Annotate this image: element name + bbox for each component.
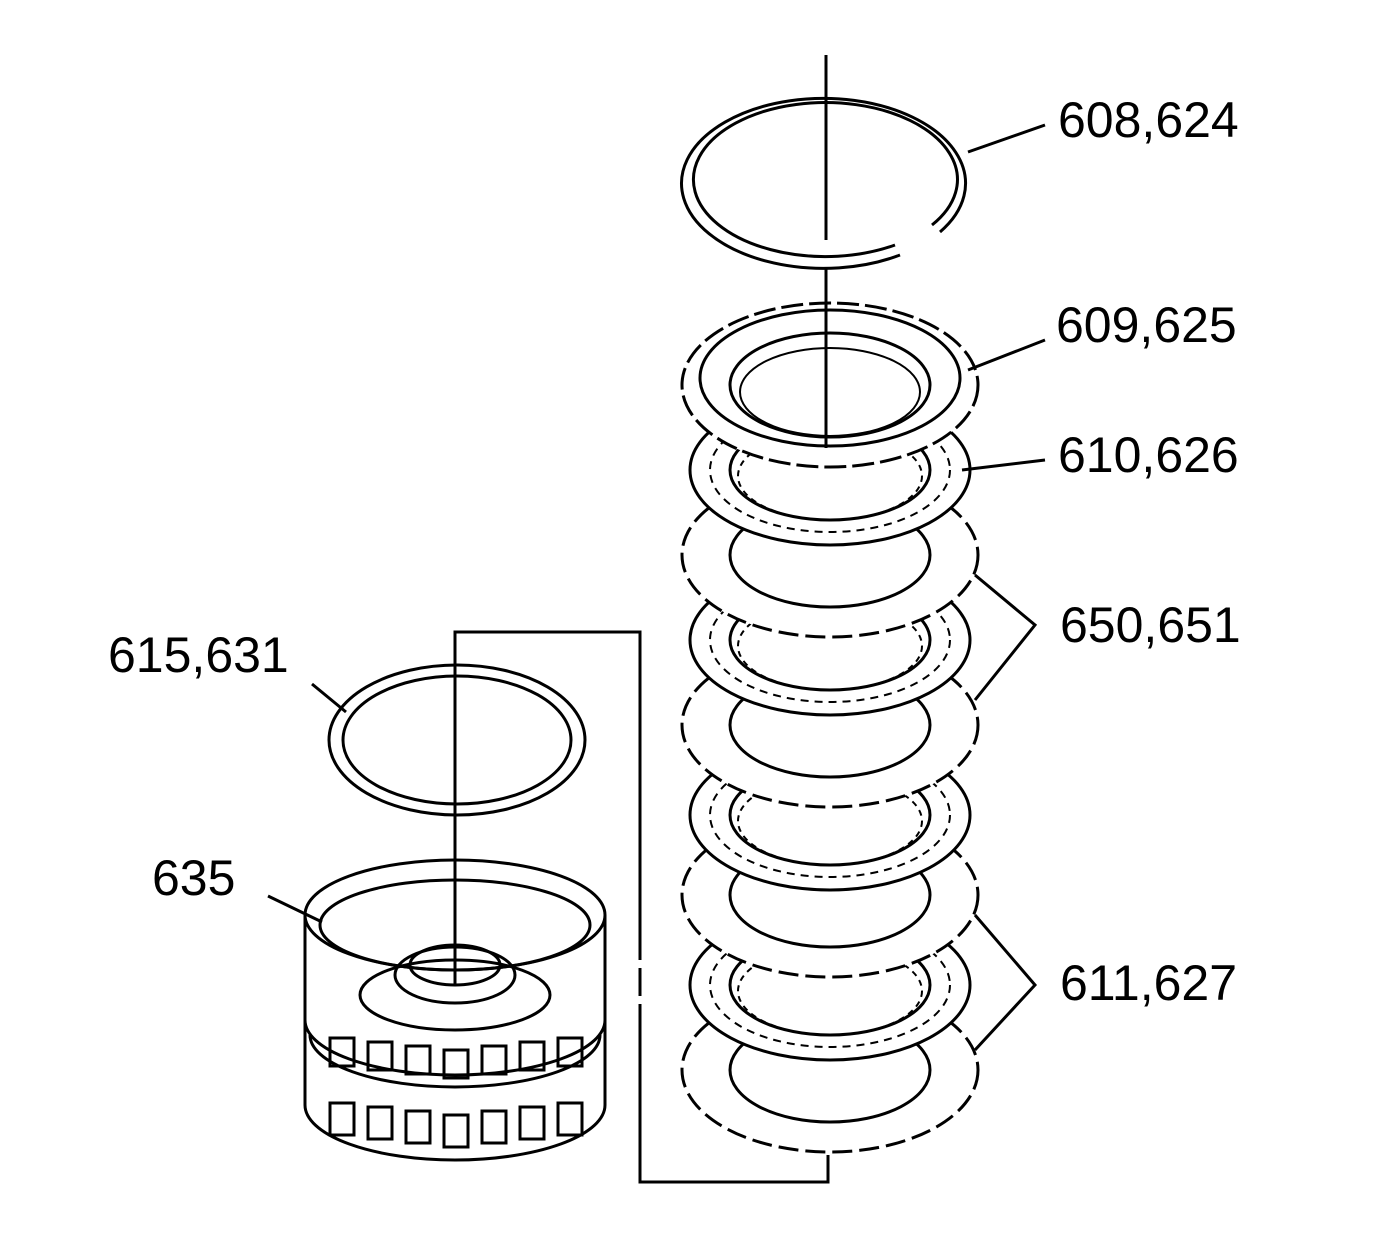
drum-window bbox=[556, 1036, 584, 1068]
drum-window bbox=[518, 1040, 546, 1072]
pressure-plate bbox=[680, 301, 980, 469]
drum-window bbox=[442, 1048, 470, 1080]
drum-window bbox=[518, 1105, 546, 1141]
label-615-631: 615,631 bbox=[108, 627, 289, 683]
drum-window bbox=[328, 1036, 356, 1068]
drum-window bbox=[556, 1101, 584, 1137]
drum-window bbox=[442, 1113, 470, 1149]
label-611-627: 611,627 bbox=[1060, 955, 1237, 1011]
drum-window bbox=[480, 1044, 508, 1076]
drum-window bbox=[366, 1105, 394, 1141]
ring-left bbox=[327, 663, 587, 817]
drum-window bbox=[480, 1109, 508, 1145]
label-635: 635 bbox=[152, 850, 235, 906]
snap-ring-top bbox=[680, 96, 968, 270]
label-609-625: 609,625 bbox=[1056, 297, 1237, 353]
clutch-plate-stack bbox=[680, 393, 980, 1154]
drum-window bbox=[328, 1101, 356, 1137]
label-610-626: 610,626 bbox=[1058, 427, 1239, 483]
drum-window bbox=[404, 1109, 432, 1145]
drum-windows bbox=[328, 1036, 584, 1149]
leader-lines bbox=[267, 123, 1046, 1052]
drum-window bbox=[404, 1044, 432, 1076]
label-650-651: 650,651 bbox=[1060, 597, 1241, 653]
label-608-624: 608,624 bbox=[1058, 92, 1239, 148]
drum-window bbox=[366, 1040, 394, 1072]
